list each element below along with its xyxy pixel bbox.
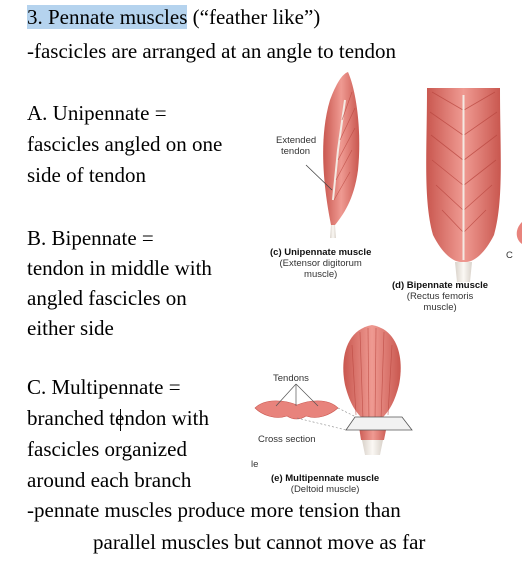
bipennate-caption-sub1: (Rectus femoris <box>406 290 474 302</box>
unipennate-caption-title: (c) Unipennate muscle <box>270 247 372 258</box>
bipennate-caption: (d) Bipennate muscle (Rectus femoris mus… <box>392 280 489 314</box>
multipennate-line-3: fascicles organized <box>27 437 187 461</box>
bipennate-muscle-illustration <box>426 88 501 282</box>
edge-fragment: C <box>506 250 513 261</box>
section-heading: 3. Pennate muscles (“feather like”) <box>27 5 321 29</box>
text-caret <box>120 409 121 431</box>
unipennate-caption-sub1: (Extensor digitorum <box>279 257 362 269</box>
tendons-label: Tendons <box>273 373 309 384</box>
bipennate-line-3: angled fascicles on <box>27 286 187 310</box>
unipennate-line-3: side of tendon <box>27 163 146 187</box>
bipennate-line-4: either side <box>27 316 114 340</box>
multipennate-muscle-illustration <box>254 325 413 455</box>
heading-rest: (“feather like”) <box>187 5 321 29</box>
bipennate-line-1: B. Bipennate = <box>27 226 154 250</box>
unipennate-caption-sub2: muscle) <box>304 268 338 280</box>
multipennate-line-1: C. Multipennate = <box>27 375 181 399</box>
multipennate-line-4: around each branch <box>27 468 192 492</box>
stray-fragment: le <box>251 459 259 470</box>
unipennate-caption: (c) Unipennate muscle (Extensor digitoru… <box>270 247 372 281</box>
multipennate-line-2: branched tendon with <box>27 406 209 430</box>
cross-section-label: Cross section <box>258 434 316 445</box>
bipennate-caption-title: (d) Bipennate muscle <box>392 280 489 291</box>
bipennate-line-2: tendon in middle with <box>27 256 212 280</box>
multipennate-caption: (e) Multipennate muscle (Deltoid muscle) <box>271 473 380 496</box>
unipennate-line-2: fascicles angled on one <box>27 132 223 156</box>
multipennate-caption-sub: (Deltoid muscle) <box>290 483 360 495</box>
tension-line-2: parallel muscles but cannot move as far <box>93 530 426 554</box>
line-fascicles-angle: -fascicles are arranged at an angle to t… <box>27 39 397 63</box>
extended-tendon-label-2: tendon <box>281 146 310 157</box>
unipennate-muscle-illustration <box>305 72 360 238</box>
tension-line-1: -pennate muscles produce more tension th… <box>27 498 401 522</box>
extended-tendon-label-1: Extended <box>276 135 316 146</box>
multipennate-caption-title: (e) Multipennate muscle <box>271 473 380 484</box>
bipennate-caption-sub2: muscle) <box>423 301 457 313</box>
heading-highlight[interactable]: 3. Pennate muscles <box>27 5 188 29</box>
unipennate-line-1: A. Unipennate = <box>27 101 167 125</box>
